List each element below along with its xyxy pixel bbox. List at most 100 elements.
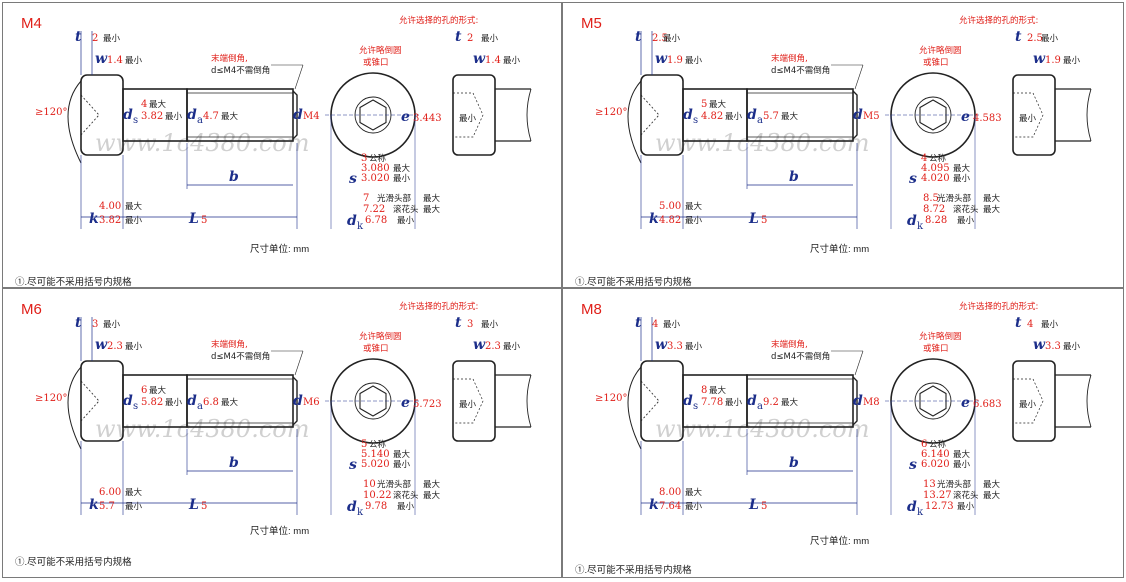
dk-sub: k	[917, 507, 924, 518]
dk-min: 6.78	[365, 215, 387, 226]
L-value: 5	[201, 501, 207, 512]
dk-knurl-max: 最大	[983, 490, 1001, 501]
da-sub: a	[197, 115, 203, 126]
s-nominal: 4	[921, 153, 927, 164]
socket-hidden	[80, 380, 100, 422]
alt-t-value: 2.5	[1027, 33, 1043, 44]
angle-label: ≥120°	[595, 393, 627, 404]
k-min: 4.82	[659, 215, 681, 226]
ds-sub: s	[693, 401, 698, 412]
alt-t-min: 最小	[481, 33, 499, 44]
bolt-thread	[746, 88, 854, 142]
k-min-label: 最小	[125, 501, 143, 512]
s-symbol: s	[909, 457, 917, 473]
alt-w-value: 1.9	[1045, 55, 1061, 66]
allow-round-1: 允许略倒圆	[359, 331, 402, 342]
s-min-label: 最小	[953, 459, 971, 470]
da-max: 9.2	[763, 397, 779, 408]
ds-symbol: d	[683, 393, 693, 409]
t-symbol: t	[75, 315, 82, 331]
angle-arc	[67, 366, 82, 450]
s-min-label: 最小	[393, 173, 411, 184]
alt-t-value: 3	[467, 319, 473, 330]
k-min: 5.7	[99, 501, 115, 512]
w-value: 3.3	[667, 341, 683, 352]
ds-max-label: 最大	[709, 385, 727, 396]
ds-min: 7.78	[701, 397, 723, 408]
b-symbol: b	[229, 169, 239, 185]
watermark: www.1c4380.com	[95, 415, 309, 443]
allow-round-2: 或锥口	[363, 57, 389, 68]
dk-knurl-label: 滚花头	[953, 204, 979, 215]
alt-min: 最小	[459, 113, 477, 124]
L-symbol: L	[748, 497, 759, 513]
dk-smooth: 8.5	[923, 193, 939, 204]
da-symbol: d	[747, 107, 757, 123]
hex-socket	[919, 385, 947, 417]
ds-symbol: d	[683, 107, 693, 123]
dk-sub: k	[917, 221, 924, 232]
alt-w-min: 最小	[503, 55, 521, 66]
bolt-thread	[186, 88, 294, 142]
d-label: M8	[863, 397, 880, 408]
L-value: 5	[761, 501, 767, 512]
d-symbol: d	[853, 107, 863, 123]
angle-arc	[627, 80, 642, 164]
t-min: 最小	[103, 319, 121, 330]
w-min: 最小	[125, 55, 143, 66]
watermark: www.1c4380.com	[655, 415, 869, 443]
s-nominal: 6	[921, 439, 927, 450]
e-min: 6.683	[973, 399, 1002, 410]
allow-round-1: 允许略倒圆	[919, 45, 962, 56]
bolt-drawing: www.1c4380.com ≥120° t 4 最小 w 3.3 最小 d s…	[595, 301, 1092, 518]
alt-min: 最小	[459, 399, 477, 410]
da-symbol: d	[747, 393, 757, 409]
alt-w-symbol: w	[473, 337, 486, 353]
socket-hidden	[640, 94, 660, 136]
s-nominal: 3	[361, 153, 367, 164]
da-max: 6.8	[203, 397, 219, 408]
dk-min-label: 最小	[397, 501, 415, 512]
dk-knurl: 10.22	[363, 490, 392, 501]
e-symbol: e	[401, 109, 410, 125]
footnote: ①.尽可能不采用括号内规格	[15, 557, 132, 568]
ds-sub: s	[133, 115, 138, 126]
alt-t-symbol: t	[1015, 315, 1022, 331]
k-symbol: k	[649, 497, 659, 513]
w-min: 最小	[685, 55, 703, 66]
alt-w-symbol: w	[473, 51, 486, 67]
t-symbol: t	[75, 29, 82, 45]
da-max: 4.7	[203, 111, 219, 122]
da-max-label: 最大	[221, 397, 239, 408]
angle-arc	[627, 366, 642, 450]
s-min-label: 最小	[393, 459, 411, 470]
allowed-hole: 允许选择的孔的形式:	[959, 301, 1038, 312]
w-value: 2.3	[107, 341, 123, 352]
alt-hole-head	[1012, 360, 1056, 442]
footnote: ①.尽可能不采用括号内规格	[15, 277, 132, 288]
dk-knurl-label: 滚花头	[393, 204, 419, 215]
d-symbol: d	[293, 393, 303, 409]
end-chamfer-2: d≤M4不需倒角	[771, 351, 830, 362]
panel-m5: M5 www.1c4380.com ≥120° t 2.5 最小 w 1.9 最…	[562, 2, 1124, 288]
socket-hidden	[640, 380, 660, 422]
alt-hole-head	[452, 74, 496, 156]
allowed-hole: 允许选择的孔的形式:	[399, 15, 478, 26]
bolt-thread	[186, 374, 294, 428]
dk-sub: k	[357, 507, 364, 518]
da-sub: a	[757, 115, 763, 126]
panel-m6: M6 www.1c4380.com ≥120° t 3 最小 w 2.3 最小 …	[2, 288, 562, 578]
angle-label: ≥120°	[35, 107, 67, 118]
dk-knurl-label: 滚花头	[953, 490, 979, 501]
ds-min-label: 最小	[725, 111, 743, 122]
d-label: M4	[303, 111, 320, 122]
dk-smooth-max: 最大	[423, 479, 441, 490]
alt-t-symbol: t	[455, 29, 462, 45]
angle-arc	[67, 80, 82, 164]
dk-smooth-label: 光滑头部	[377, 193, 412, 204]
w-symbol: w	[655, 51, 668, 67]
alt-t-min: 最小	[1041, 33, 1059, 44]
alt-w-symbol: w	[1033, 337, 1046, 353]
da-symbol: d	[187, 393, 197, 409]
